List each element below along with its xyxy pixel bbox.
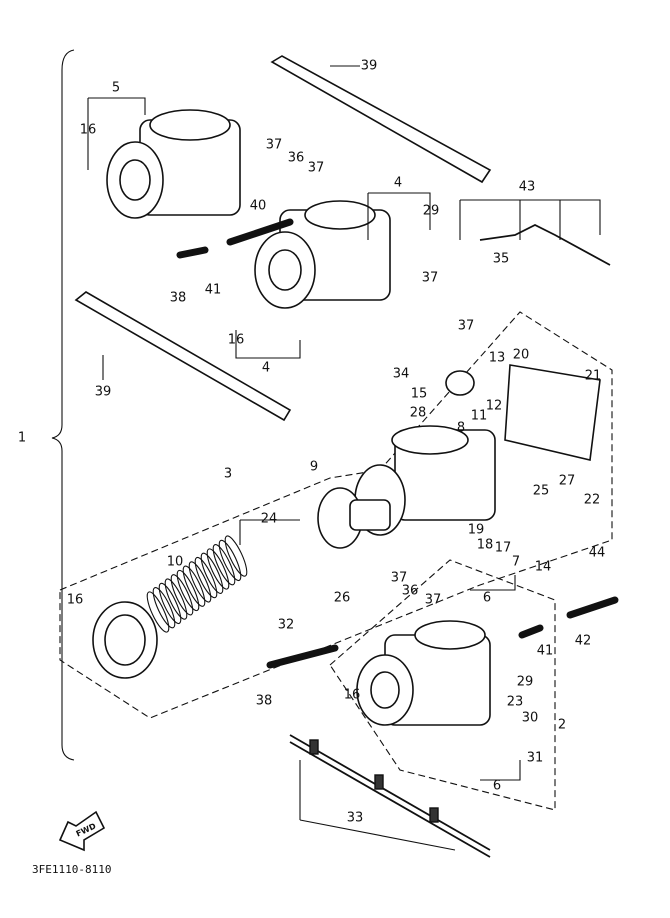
callout-28: 28 (410, 406, 427, 421)
callout-7: 7 (512, 555, 520, 570)
callout-38: 38 (170, 291, 187, 306)
callout-33: 33 (347, 811, 364, 826)
callout-38: 38 (256, 694, 273, 709)
callout-21: 21 (585, 369, 602, 384)
callout-5: 5 (112, 81, 120, 96)
callout-37: 37 (458, 319, 475, 334)
callout-43: 43 (519, 180, 536, 195)
forward-arrow-icon: FWD (58, 810, 106, 852)
callout-14: 14 (535, 560, 552, 575)
callout-16: 16 (344, 688, 361, 703)
callout-37: 37 (308, 161, 325, 176)
callout-41: 41 (205, 283, 222, 298)
callout-12: 12 (486, 399, 503, 414)
hoses (176, 218, 619, 669)
callout-32: 32 (278, 618, 295, 633)
spring-coil (194, 556, 218, 599)
choke-rod (479, 223, 611, 266)
spring-coil (176, 569, 200, 612)
callout-34: 34 (393, 367, 410, 382)
callout-20: 20 (513, 348, 530, 363)
callout-6: 6 (483, 591, 491, 606)
figure-code: 3FE1110-8110 (32, 863, 111, 876)
callout-2: 2 (558, 718, 566, 733)
top-cover (92, 601, 158, 679)
carburetor-1 (106, 109, 241, 219)
carburetor-2 (254, 200, 391, 309)
spring (146, 535, 248, 633)
callout-39: 39 (95, 385, 112, 400)
throttle-linkage (289, 734, 491, 858)
callout-35: 35 (493, 252, 510, 267)
callout-6: 6 (493, 779, 501, 794)
callout-15: 15 (411, 387, 428, 402)
callout-19: 19 (468, 523, 485, 538)
callout-31: 31 (527, 751, 544, 766)
callout-8: 8 (457, 421, 465, 436)
callout-16: 16 (228, 333, 245, 348)
spring-coil (218, 539, 242, 582)
callout-41: 41 (537, 644, 554, 659)
callout-26: 26 (334, 591, 351, 606)
spring-coil (224, 535, 248, 577)
callout-44: 44 (589, 546, 606, 561)
callout-36: 36 (402, 584, 419, 599)
callout-4: 4 (262, 361, 270, 376)
spring-coil (164, 578, 188, 620)
callout-23: 23 (507, 695, 524, 710)
callout-37: 37 (425, 593, 442, 608)
callout-13: 13 (489, 351, 506, 366)
callout-16: 16 (80, 123, 97, 138)
callout-9: 9 (310, 460, 318, 475)
callout-27: 27 (559, 474, 576, 489)
carburetor-4 (356, 620, 491, 726)
callout-17: 17 (495, 541, 512, 556)
throttle-shaft-bottom (74, 291, 292, 422)
callout-42: 42 (575, 634, 592, 649)
spring-coil (188, 561, 212, 603)
callout-4: 4 (394, 176, 402, 191)
spring-coil (146, 591, 170, 633)
spring-coil (152, 587, 176, 629)
callout-22: 22 (584, 493, 601, 508)
spring-coil (170, 574, 194, 616)
callout-40: 40 (250, 199, 267, 214)
callout-30: 30 (522, 711, 539, 726)
diaphragm-piston (317, 487, 391, 549)
callout-36: 36 (288, 151, 305, 166)
leader-lines (87, 65, 601, 851)
group-1-bracket (51, 49, 75, 761)
spring-coil (212, 544, 236, 586)
callout-16: 16 (67, 593, 84, 608)
callout-29: 29 (423, 204, 440, 219)
callout-18: 18 (477, 538, 494, 553)
callout-10: 10 (167, 555, 184, 570)
callout-39: 39 (361, 59, 378, 74)
spring-coil (182, 565, 206, 607)
callout-37: 37 (266, 138, 283, 153)
callout-37: 37 (422, 271, 439, 286)
callout-11: 11 (471, 409, 488, 424)
group-3-boundary (59, 311, 613, 719)
callout-37: 37 (391, 571, 408, 586)
carburetor-3 (354, 364, 601, 536)
callout-1: 1 (18, 431, 26, 446)
callout-25: 25 (533, 484, 550, 499)
group-2-boundary (329, 559, 556, 811)
callout-29: 29 (517, 675, 534, 690)
callout-3: 3 (224, 467, 232, 482)
spring-coil (158, 582, 182, 625)
callout-labels: 39 5 16 37 36 37 4 29 43 40 38 41 35 37 … (18, 59, 605, 826)
spring-coil (206, 548, 230, 590)
callout-24: 24 (261, 512, 278, 527)
spring-coil (200, 552, 224, 594)
throttle-shaft-top (270, 55, 492, 184)
